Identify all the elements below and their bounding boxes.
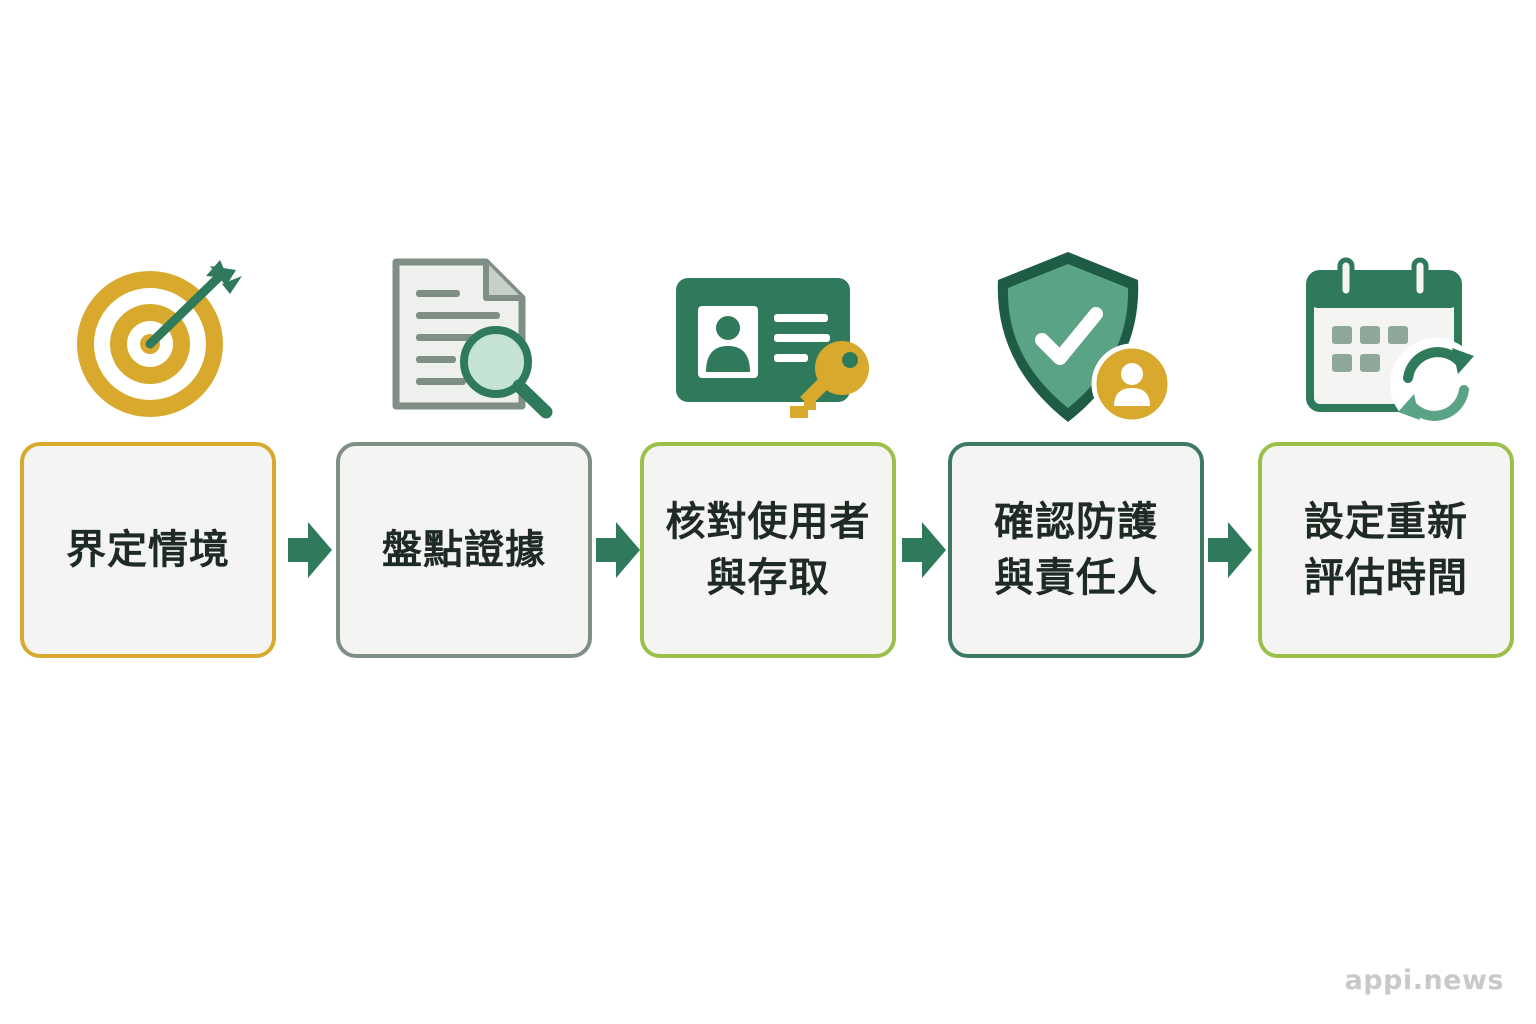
arrow-right-icon bbox=[902, 522, 946, 578]
step-2-box: 盤點證據 bbox=[336, 442, 592, 658]
target-icon bbox=[77, 260, 242, 417]
step-2-label: 盤點證據 bbox=[382, 527, 546, 573]
step-4-box: 確認防護 與責任人 bbox=[948, 442, 1204, 658]
step-1-label: 界定情境 bbox=[66, 527, 230, 573]
arrow-right-icon bbox=[288, 522, 332, 578]
watermark: appi.news bbox=[1344, 965, 1504, 996]
id-card-key-icon bbox=[676, 278, 869, 418]
step-3-box: 核對使用者 與存取 bbox=[640, 442, 896, 658]
step-3-label: 核對使用者 與存取 bbox=[665, 499, 871, 601]
step-4-label: 確認防護 與責任人 bbox=[994, 499, 1158, 601]
step-1-box: 界定情境 bbox=[20, 442, 276, 658]
step-5-label: 設定重新 評估時間 bbox=[1304, 499, 1468, 601]
arrow-right-icon bbox=[1208, 522, 1252, 578]
arrow-right-icon bbox=[596, 522, 640, 578]
step-5-box: 設定重新 評估時間 bbox=[1258, 442, 1514, 658]
document-search-icon bbox=[392, 258, 553, 419]
calendar-refresh-icon bbox=[1306, 257, 1482, 428]
shield-user-icon bbox=[997, 252, 1172, 425]
